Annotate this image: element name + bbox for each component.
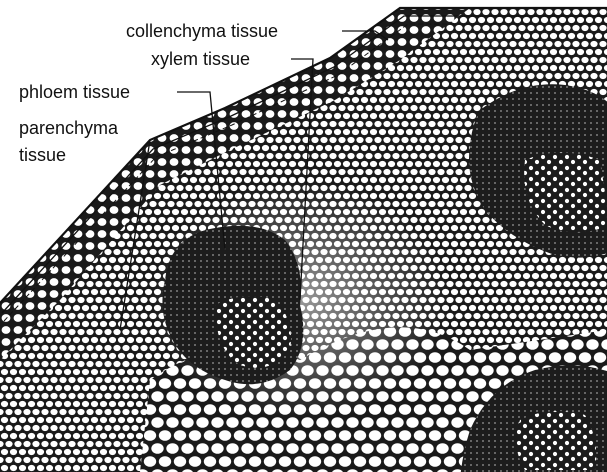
phloem-label: phloem tissue (19, 82, 130, 102)
collenchyma-label: collenchyma tissue (126, 21, 278, 41)
parenchyma-label-line2: tissue (19, 145, 66, 165)
xylem-label: xylem tissue (151, 49, 250, 69)
parenchyma-label-line1: parenchyma (19, 118, 119, 138)
xylem-region (516, 411, 596, 470)
